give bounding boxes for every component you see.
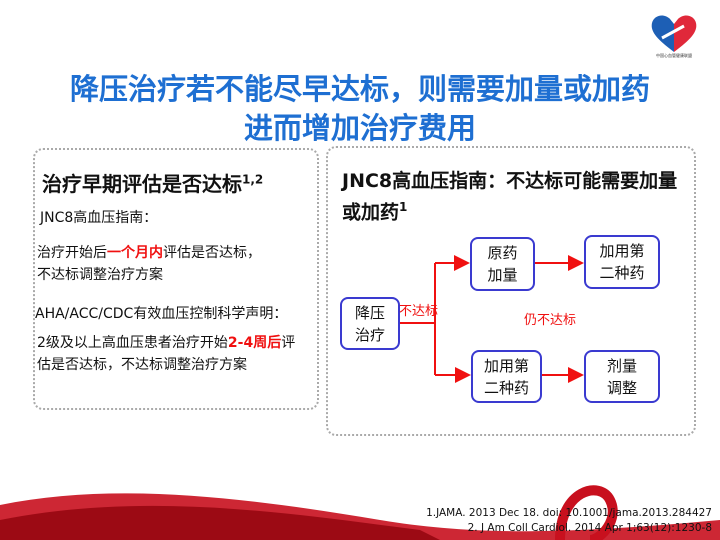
flow-bot1-box: 加用第 二种药 — [471, 350, 542, 403]
left-heading-sup: 1,2 — [242, 172, 264, 187]
right-heading-text: JNC8高血压指南：不达标可能需要加量或加药 — [342, 170, 678, 224]
jnc-text: 治疗开始后一个月内评估是否达标，不达标调整治疗方案 — [37, 245, 261, 283]
flow-top2-box: 加用第 二种药 — [584, 235, 660, 289]
reference-1: 1.JAMA. 2013 Dec 18. doi: 10.1001/jama.2… — [426, 507, 712, 519]
label-still-not-reached: 仍不达标 — [524, 313, 577, 328]
right-heading-sup: 1 — [399, 200, 408, 214]
flow-top1-box: 原药 加量 — [470, 237, 535, 291]
right-heading: JNC8高血压指南：不达标可能需要加量或加药1 — [342, 168, 682, 225]
reference-2: 2. J Am Coll Cardiol. 2014 Apr 1;63(12):… — [467, 522, 712, 534]
label-not-reached: 不达标 — [399, 304, 439, 319]
logo: 中国心血管健康联盟 — [651, 15, 697, 58]
aha-text: 2级及以上高血压患者治疗开始2-4周后评估是否达标，不达标调整治疗方案 — [37, 335, 296, 373]
jnc-label: JNC8高血压指南： — [40, 210, 158, 226]
title-line2: 进而增加治疗费用 — [243, 111, 476, 145]
left-panel — [33, 148, 319, 410]
left-heading: 治疗早期评估是否达标1,2 — [42, 168, 263, 197]
aha-label: AHA/ACC/CDC有效血压控制科学声明： — [35, 306, 288, 322]
flow-bot2-box: 剂量 调整 — [584, 350, 660, 403]
svg-text:中国心血管健康联盟: 中国心血管健康联盟 — [656, 52, 692, 58]
flow-start-box: 降压 治疗 — [340, 297, 400, 350]
title-line1: 降压治疗若不能尽早达标，则需要加量或加药 — [69, 72, 650, 106]
left-heading-text: 治疗早期评估是否达标 — [42, 172, 242, 196]
right-panel — [326, 146, 696, 436]
